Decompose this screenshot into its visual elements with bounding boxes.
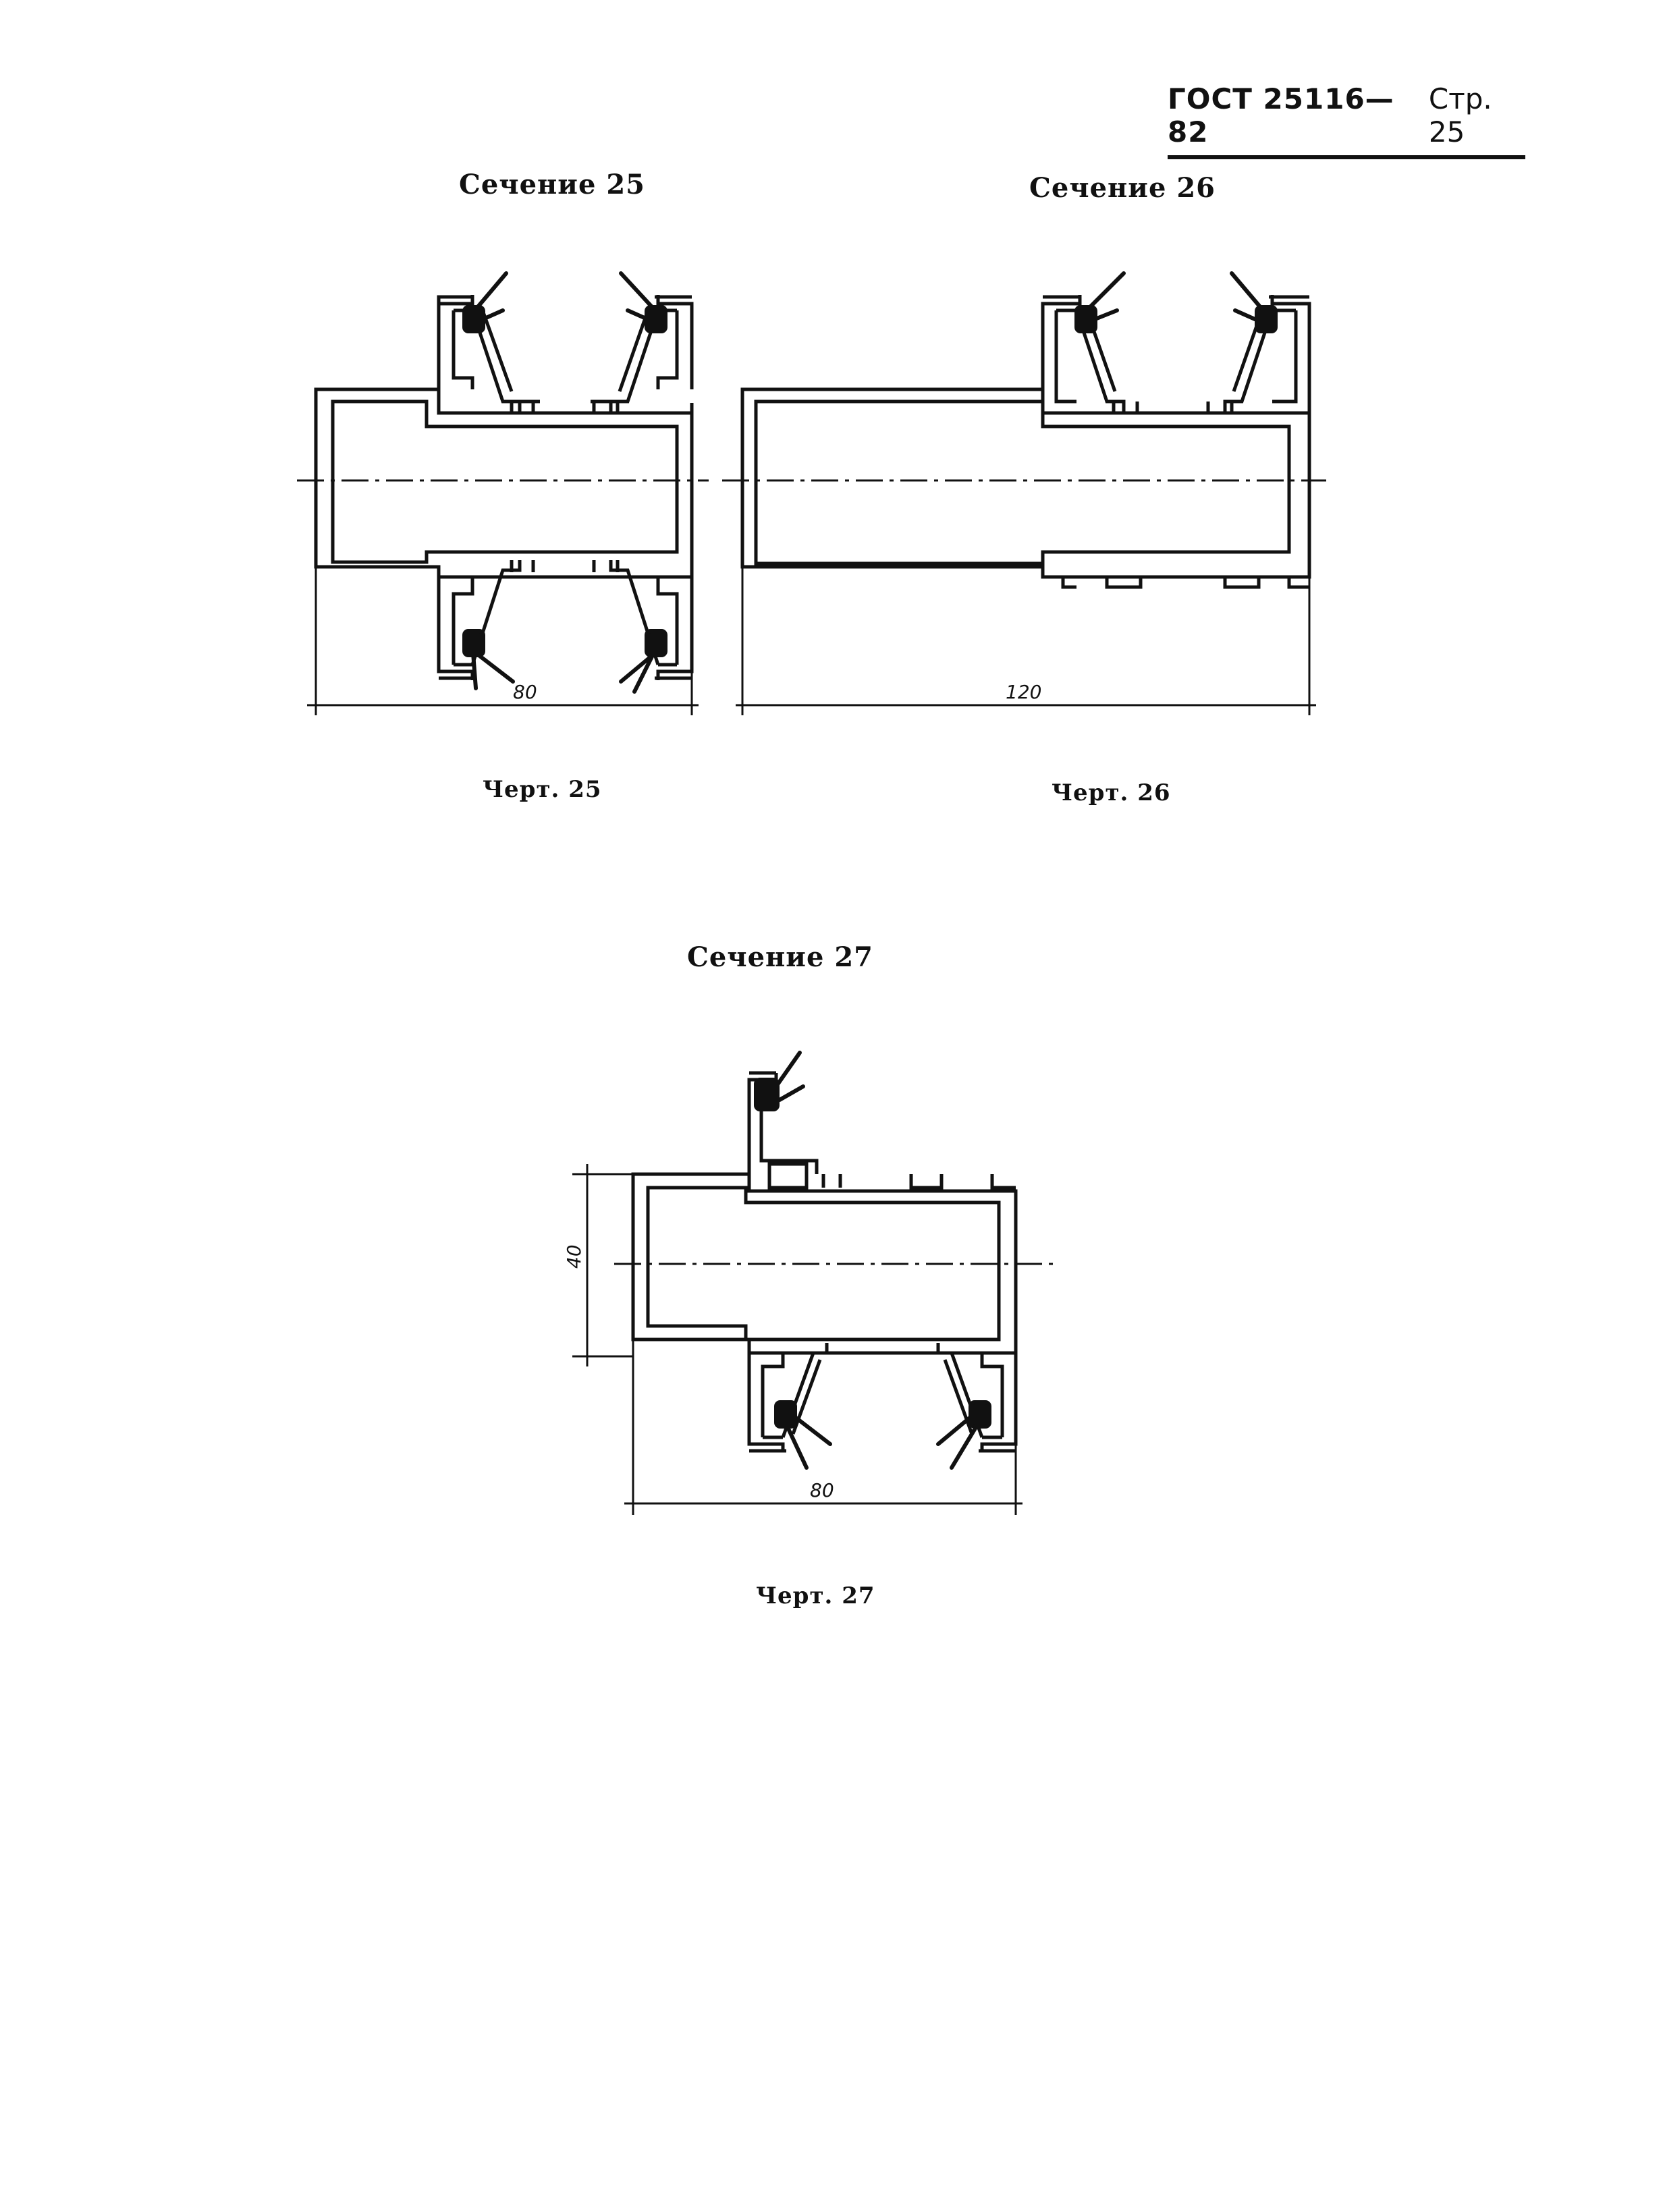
section-27-title: Сечение 27 [687, 941, 873, 973]
seal-icon [774, 1051, 805, 1102]
document-code: ГОСТ 25116—82 [1168, 82, 1394, 148]
profile-27-inner [646, 1186, 1001, 1342]
profile-25-inner [331, 399, 679, 564]
figure-25-caption: Черт. 25 [483, 776, 602, 803]
section-25-title: Сечение 25 [459, 169, 645, 200]
dimension-27-height: 40 [563, 1244, 585, 1269]
section-26-title: Сечение 26 [1029, 172, 1216, 204]
dimension-27-width: 80 [810, 1479, 834, 1501]
figure-26-caption: Черт. 26 [1052, 779, 1171, 806]
profile-25-outer [314, 387, 694, 579]
figure-27-caption: Черт. 27 [756, 1582, 875, 1609]
dimension-26-width: 120 [1006, 681, 1041, 703]
page-number: Стр. 25 [1428, 82, 1492, 148]
dimension-25-width: 80 [513, 681, 537, 703]
page-header: ГОСТ 25116—82 Стр. 25 [1168, 82, 1525, 159]
